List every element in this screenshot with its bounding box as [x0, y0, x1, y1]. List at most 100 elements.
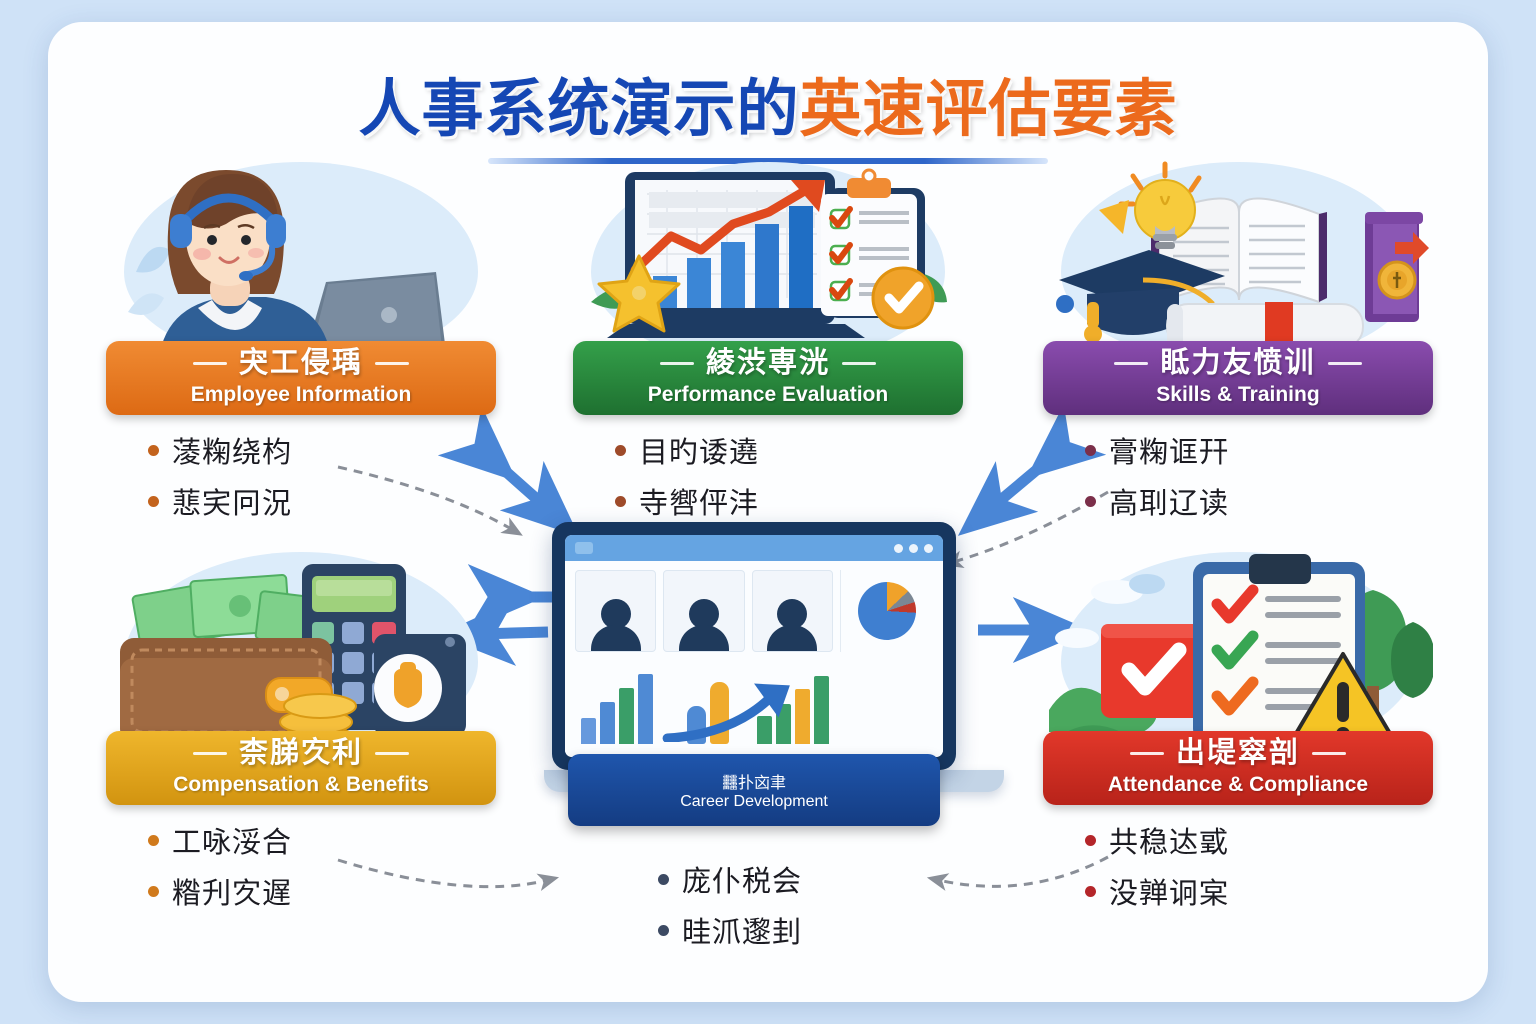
- illustration-call-center-agent: [106, 152, 496, 367]
- bullet-text: 高刵辽读: [1109, 488, 1230, 520]
- browser-title-bar: [565, 535, 943, 561]
- list-item: 糌刋㝌遅: [148, 870, 496, 912]
- bullet-text: 寺㗽伻沣: [639, 488, 760, 520]
- avatar: [751, 570, 833, 652]
- list-item: 蕜宎冋況: [148, 480, 496, 522]
- perf-bar: [789, 206, 813, 308]
- bullet-text: 没亸诇宲: [1109, 878, 1230, 910]
- card-bullets-career-development: 庞仆税会 晆沠邌刲: [616, 858, 802, 960]
- illustration-clipboard-checks-warning: [1043, 542, 1433, 757]
- window-dot-icon: [909, 543, 918, 553]
- list-item: 晆沠邌刲: [658, 909, 802, 951]
- list-item: 没亸诇宲: [1085, 870, 1433, 912]
- bullet-dot-icon: [1085, 444, 1096, 456]
- card-bullets-attendance-compliance: 共稳迏戜 没亸诇宲: [1043, 819, 1433, 912]
- training-artwork: [1056, 161, 1429, 354]
- list-item: 工咏浽合: [148, 819, 496, 861]
- app-logo-icon: [575, 542, 593, 554]
- list-item: 蓤粷绕枃: [148, 429, 496, 471]
- bullet-text: 蓤粷绕枃: [172, 437, 293, 469]
- bullet-dot-icon: [148, 885, 159, 897]
- bullet-dot-icon: [615, 495, 626, 507]
- check-rows: [1211, 584, 1341, 716]
- chart-bar: [600, 702, 615, 744]
- bullet-dot-icon: [615, 444, 626, 456]
- title-underline: [488, 158, 1048, 164]
- card-title-en: Employee Information: [190, 383, 412, 406]
- people-figure: [687, 706, 706, 744]
- agent-artwork: [128, 170, 446, 367]
- card-header-employee-information[interactable]: 宊工侵瑀 Employee Information: [106, 341, 496, 415]
- card-attendance-compliance[interactable]: 出㔭窣剖 Attendance & Compliance 共稳迏戜 没亸诇宲: [1043, 542, 1433, 921]
- card-title-cn: 柰䏲㝌利: [193, 739, 409, 768]
- illustration-wallet-calculator-coins: [106, 542, 496, 757]
- dashboard-bar-charts: [575, 659, 933, 748]
- card-bullets-compensation-benefits: 工咏浽合 糌刋㝌遅: [106, 819, 496, 912]
- list-item: 庞仆税会: [658, 858, 802, 900]
- window-dot-icon: [894, 543, 903, 553]
- list-item: 高刵辽读: [1085, 480, 1433, 522]
- card-compensation-benefits[interactable]: 柰䏲㝌利 Compensation & Benefits 工咏浽合 糌刋㝌遅: [106, 542, 496, 921]
- chart-bar: [795, 689, 810, 744]
- card-title-en: Attendance & Compliance: [1107, 773, 1369, 796]
- employee-avatar-row: [575, 570, 933, 652]
- bullet-dot-icon: [658, 873, 669, 885]
- chart-bar: [638, 674, 653, 744]
- dashboard-screen: [565, 535, 943, 757]
- people-figure: [710, 682, 729, 744]
- chart-bar: [757, 716, 772, 744]
- card-header-performance-evaluation[interactable]: 綾渋専洸 Performance Evaluation: [573, 341, 963, 415]
- card-bullets-employee-information: 蓤粷绕枃 蕜宎冋況: [106, 429, 496, 522]
- list-item: 共稳迏戜: [1085, 819, 1433, 861]
- card-header-skills-training[interactable]: 眡力友愤训 Skills & Training: [1043, 341, 1433, 415]
- bullet-dot-icon: [1085, 834, 1096, 846]
- chart-bar: [619, 688, 634, 744]
- card-skills-training[interactable]: 眡力友愤训 Skills & Training 膏粷诓幵 高刵辽读: [1043, 152, 1433, 531]
- card-title-cn: 宊工侵瑀: [193, 349, 409, 378]
- avatar: [663, 570, 745, 652]
- bullet-text: 工咏浽合: [172, 827, 293, 859]
- bullet-dot-icon: [148, 495, 159, 507]
- card-bullets-performance-evaluation: 目旳诿遶 寺㗽伻沣: [573, 429, 963, 522]
- title-primary: 人事系统演示的: [358, 75, 800, 144]
- card-header-career-development[interactable]: 䨻扑㐫聿 Career Development: [568, 754, 940, 826]
- card-career-development[interactable]: 䨻扑㐫聿 Career Development 庞仆税会 晆沠邌刲: [544, 522, 1004, 949]
- bullet-text: 庞仆税会: [682, 866, 803, 898]
- compensation-artwork: [120, 564, 466, 751]
- bullet-dot-icon: [658, 924, 669, 936]
- list-item: 膏粷诓幵: [1085, 429, 1433, 471]
- card-title-en: Compensation & Benefits: [173, 773, 429, 796]
- window-dot-icon: [924, 543, 933, 553]
- hr-dashboard-laptop: [552, 522, 956, 770]
- pie-chart: [839, 570, 933, 652]
- pie-chart-graphic: [857, 582, 916, 640]
- card-bullets-skills-training: 膏粷诓幵 高刵辽读: [1043, 429, 1433, 522]
- bullet-dot-icon: [1085, 495, 1096, 507]
- bullet-text: 膏粷诓幵: [1109, 437, 1230, 469]
- card-title-cn: 眡力友愤训: [1114, 349, 1361, 378]
- chart-bar: [581, 718, 596, 744]
- bullet-text: 目旳诿遶: [639, 437, 760, 469]
- card-title-cn: 䨻扑㐫聿: [721, 775, 786, 792]
- illustration-graduation-book-bulb: [1043, 152, 1433, 367]
- title-accent: 英速评估要素: [799, 75, 1178, 144]
- bullet-dot-icon: [148, 834, 159, 846]
- card-header-attendance-compliance[interactable]: 出㔭窣剖 Attendance & Compliance: [1043, 731, 1433, 805]
- card-employee-information[interactable]: 宊工侵瑀 Employee Information 蓤粷绕枃 蕜宎冋況: [106, 152, 496, 531]
- chart-bar: [814, 676, 829, 744]
- list-item: 目旳诿遶: [615, 429, 963, 471]
- bullet-text: 糌刋㝌遅: [172, 878, 293, 910]
- perf-bar: [687, 258, 711, 308]
- bullet-text: 晆沠邌刲: [682, 917, 803, 949]
- card-performance-evaluation[interactable]: 綾渋専洸 Performance Evaluation 目旳诿遶 寺㗽伻沣: [573, 152, 963, 531]
- card-title-cn: 綾渋専洸: [660, 349, 876, 378]
- compliance-artwork: [1049, 554, 1433, 755]
- bullet-text: 共稳迏戜: [1109, 827, 1230, 859]
- bullet-text: 蕜宎冋況: [172, 488, 293, 520]
- avatar: [575, 570, 657, 652]
- bullet-dot-icon: [148, 444, 159, 456]
- card-header-compensation-benefits[interactable]: 柰䏲㝌利 Compensation & Benefits: [106, 731, 496, 805]
- perf-bar: [721, 242, 745, 308]
- card-title-cn: 出㔭窣剖: [1130, 739, 1346, 768]
- list-item: 寺㗽伻沣: [615, 480, 963, 522]
